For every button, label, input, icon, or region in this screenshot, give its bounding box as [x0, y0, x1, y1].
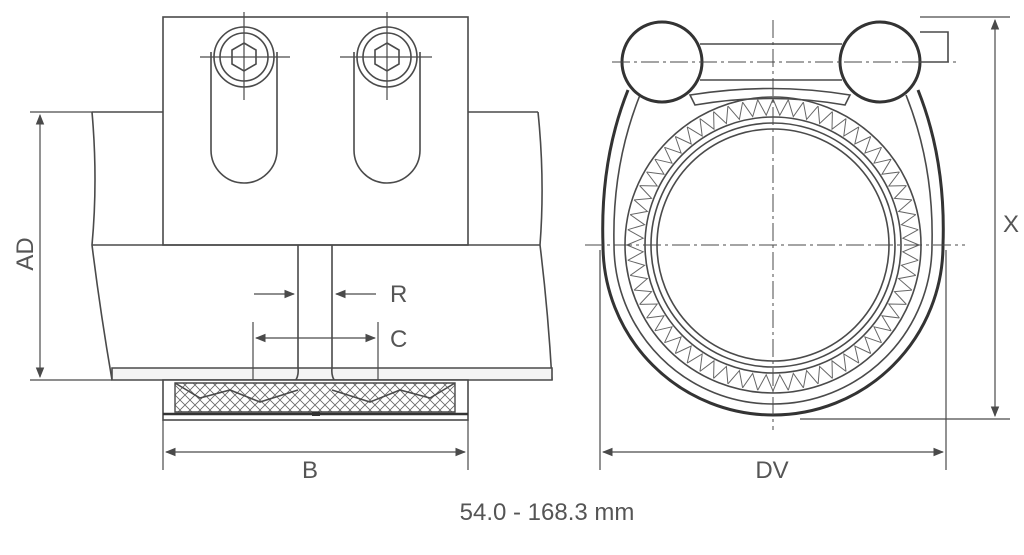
gasket-tooth — [897, 274, 916, 291]
gasket-tooth — [646, 315, 665, 332]
gasket-tooth — [699, 359, 715, 379]
size-range-caption: 54.0 - 168.3 mm — [460, 499, 635, 526]
gasket-tooth — [843, 353, 860, 372]
gasket-tooth — [893, 185, 912, 201]
gasket-tooth — [630, 199, 649, 216]
gasket-tooth — [901, 229, 920, 246]
gasket-tooth — [887, 171, 907, 187]
gasket-tooth — [713, 106, 729, 125]
gasket-tooth — [627, 259, 646, 276]
gasket-tooth — [634, 185, 653, 201]
gasket-tooth — [626, 229, 645, 246]
gasket-tooth — [802, 369, 819, 388]
gasket-tooth — [626, 244, 645, 261]
gasket-tooth — [757, 98, 774, 117]
gasket-tooth — [831, 111, 847, 131]
housing-body — [162, 16, 469, 246]
gasket-tooth — [787, 372, 804, 391]
gasket-tooth — [893, 289, 912, 305]
gasket-tooth — [654, 326, 673, 343]
gasket-teeth — [626, 98, 920, 392]
gasket-tooth — [854, 126, 871, 145]
bolt-left — [200, 12, 290, 184]
gasket-tooth — [900, 259, 919, 276]
gasket-tooth — [742, 372, 759, 391]
bolt-right — [340, 12, 432, 184]
label-b: B — [302, 457, 318, 484]
gasket-tooth — [897, 199, 916, 216]
gasket-tooth — [686, 353, 703, 372]
dimension-x: X — [800, 16, 1019, 420]
gasket-tooth — [817, 365, 833, 384]
dimension-c: C — [252, 322, 407, 380]
pipe-outline — [91, 111, 553, 381]
gasket-tooth — [831, 359, 847, 379]
label-r: R — [390, 281, 407, 308]
gasket-tooth — [664, 136, 682, 154]
gasket-tooth — [900, 214, 919, 231]
gasket-tooth — [817, 106, 833, 125]
dimension-ad: AD — [12, 111, 112, 381]
gasket-tooth — [630, 274, 649, 291]
gasket-tooth — [864, 136, 882, 154]
gasket-tooth — [787, 99, 804, 118]
gasket-tooth — [742, 99, 759, 118]
gasket-tooth — [646, 158, 665, 175]
gasket-section — [162, 379, 469, 421]
gasket-tooth — [901, 244, 920, 261]
label-dv: DV — [755, 457, 788, 484]
gasket-tooth — [727, 369, 744, 388]
dimension-r: R — [254, 281, 407, 308]
end-view: X DV — [585, 16, 1019, 484]
gasket-tooth — [881, 315, 900, 332]
gasket-tooth — [887, 303, 907, 319]
gasket-tooth — [664, 336, 682, 354]
gasket-tooth — [713, 365, 729, 384]
gasket-tooth — [686, 118, 703, 137]
label-c: C — [390, 326, 407, 353]
gasket-tooth — [627, 214, 646, 231]
gasket-tooth — [727, 102, 744, 121]
gasket-tooth — [772, 98, 789, 117]
gasket-tooth — [843, 118, 860, 137]
dimension-b: B — [162, 420, 469, 484]
gasket-tooth — [854, 345, 871, 364]
gasket-tooth — [634, 289, 653, 305]
gasket-tooth — [873, 147, 892, 164]
gasket-tooth — [675, 345, 692, 364]
gasket-tooth — [639, 303, 659, 319]
gasket-tooth — [881, 158, 900, 175]
label-x: X — [1003, 211, 1019, 238]
dimension-dv: DV — [599, 250, 947, 484]
gasket-tooth — [873, 326, 892, 343]
gasket-tooth — [772, 373, 789, 392]
gasket-tooth — [654, 147, 673, 164]
gasket-tooth — [639, 171, 659, 187]
gasket-tooth — [675, 126, 692, 145]
side-view: AD R C B — [12, 12, 553, 484]
label-ad: AD — [12, 237, 39, 270]
gasket-tooth — [864, 336, 882, 354]
gasket-tooth — [757, 373, 774, 392]
gasket-tooth — [802, 102, 819, 121]
gasket-tooth — [699, 111, 715, 131]
